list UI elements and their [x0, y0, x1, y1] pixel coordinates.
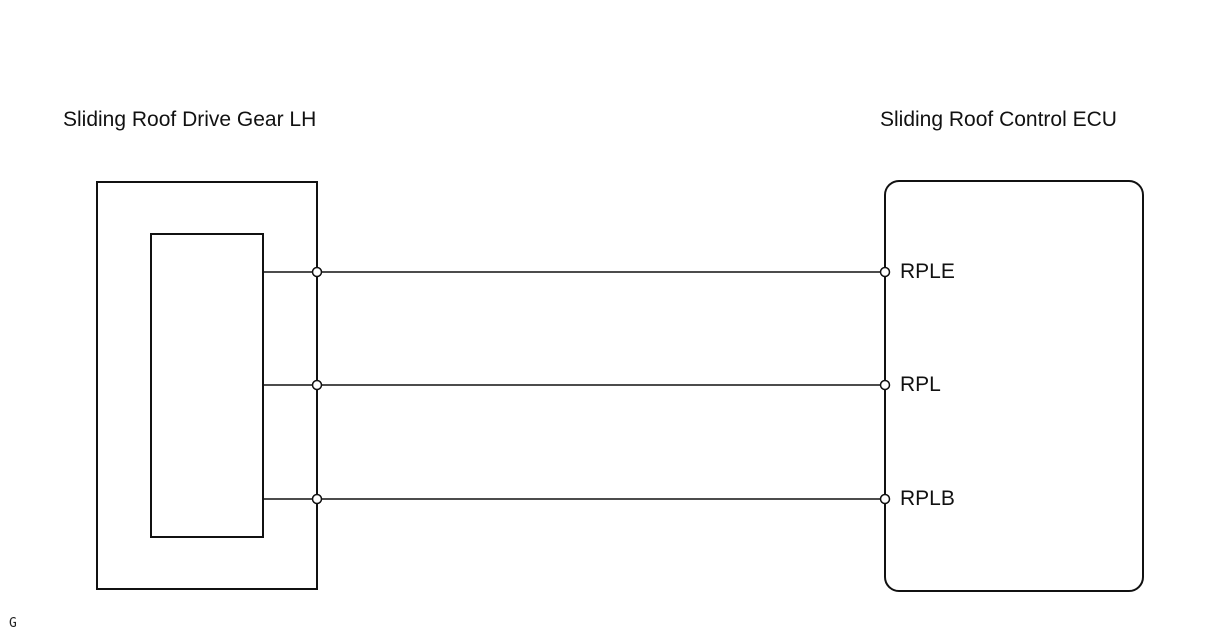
ecu-title: Sliding Roof Control ECU	[880, 108, 1117, 131]
ecu-terminal-rpl	[879, 379, 891, 391]
drive-gear-inner-box	[150, 233, 264, 538]
drive-gear-title: Sliding Roof Drive Gear LH	[63, 108, 317, 131]
terminal-label-rplb: RPLB	[900, 487, 955, 510]
ecu-terminal-rplb	[879, 493, 891, 505]
terminal-label-rple: RPLE	[900, 260, 955, 283]
drive-gear-terminal-3	[311, 493, 323, 505]
drive-gear-terminal-2	[311, 379, 323, 391]
terminal-label-rpl: RPL	[900, 373, 941, 396]
ecu-terminal-rple	[879, 266, 891, 278]
drive-gear-terminal-1	[311, 266, 323, 278]
figure-code: G	[9, 616, 17, 631]
